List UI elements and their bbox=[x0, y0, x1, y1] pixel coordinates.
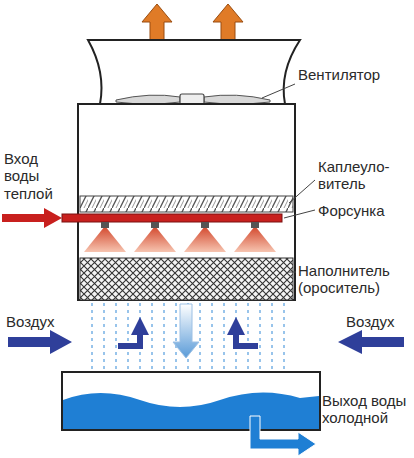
air-label: Воздух bbox=[6, 313, 76, 330]
water-down-arrow bbox=[173, 304, 199, 358]
basin-water bbox=[63, 392, 319, 429]
tower-body bbox=[78, 104, 295, 300]
basin bbox=[62, 372, 320, 430]
part-label: Форсунка bbox=[318, 202, 410, 219]
part-label: Вентилятор bbox=[298, 66, 408, 83]
water-pipe bbox=[62, 214, 282, 222]
part-label: Каплеуло- витель bbox=[318, 158, 408, 193]
inlet-label: Вход воды теплой bbox=[4, 150, 68, 202]
inlet-arrow bbox=[2, 208, 62, 228]
leader-line bbox=[262, 84, 315, 272]
air-inlet-arrow bbox=[338, 330, 404, 354]
fill-media bbox=[80, 258, 293, 300]
drift-eliminator bbox=[80, 196, 293, 212]
part-label: Наполнитель (ороситель) bbox=[298, 262, 410, 297]
fan-housing bbox=[88, 40, 300, 104]
nozzle-spray bbox=[84, 222, 276, 252]
outlet-label: Выход воды холодной bbox=[322, 392, 408, 427]
outlet-arrow bbox=[250, 416, 316, 456]
air-label: Воздух bbox=[346, 313, 410, 330]
water-rain bbox=[92, 303, 284, 370]
air-flow-arrow bbox=[118, 326, 258, 346]
air-inlet-arrow bbox=[8, 330, 72, 354]
